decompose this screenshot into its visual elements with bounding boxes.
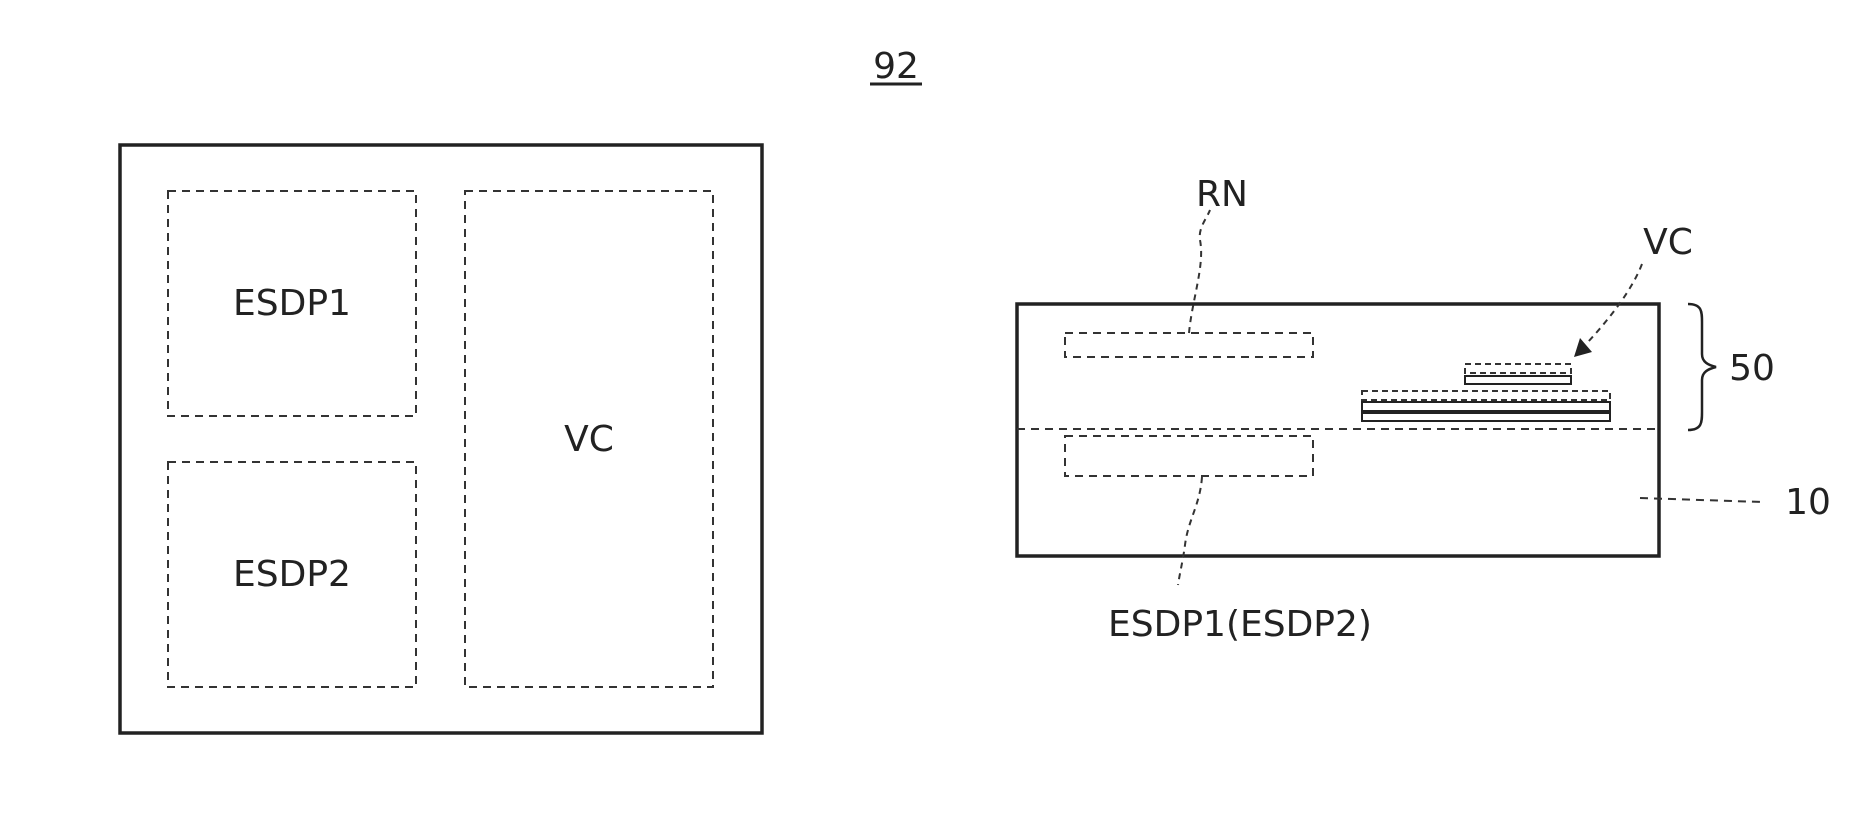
vc-label: VC — [564, 419, 614, 460]
esdp-section-label: ESDP1(ESDP2) — [1108, 604, 1372, 645]
plan-view: ESDP1 ESDP2 VC — [120, 145, 762, 733]
rn-region — [1065, 333, 1313, 357]
layer-label: 50 — [1729, 348, 1775, 389]
section-view: RN VC 50 10 ESDP1(ESDP2) — [1017, 174, 1831, 645]
substrate-label: 10 — [1785, 482, 1831, 523]
esdp-leader-line — [1178, 477, 1202, 585]
vc-bottom-electrode-2 — [1362, 413, 1610, 421]
vc-capacitor-stack — [1362, 364, 1610, 421]
rn-leader-line — [1189, 210, 1210, 333]
figure-number: 92 — [873, 46, 919, 87]
substrate-outline — [1017, 304, 1659, 556]
vc-bottom-plate — [1362, 391, 1610, 400]
vc-bottom-electrode-1 — [1362, 402, 1610, 411]
chip-outline — [120, 145, 762, 733]
vc-top-electrode — [1465, 376, 1571, 384]
vc-top-plate — [1465, 364, 1571, 373]
esdp2-label: ESDP2 — [233, 554, 351, 595]
rn-label: RN — [1196, 174, 1248, 215]
esdp1-label: ESDP1 — [233, 283, 351, 324]
layer-brace — [1688, 304, 1716, 430]
vc-section-label: VC — [1643, 222, 1693, 263]
esdp-region — [1065, 436, 1313, 476]
